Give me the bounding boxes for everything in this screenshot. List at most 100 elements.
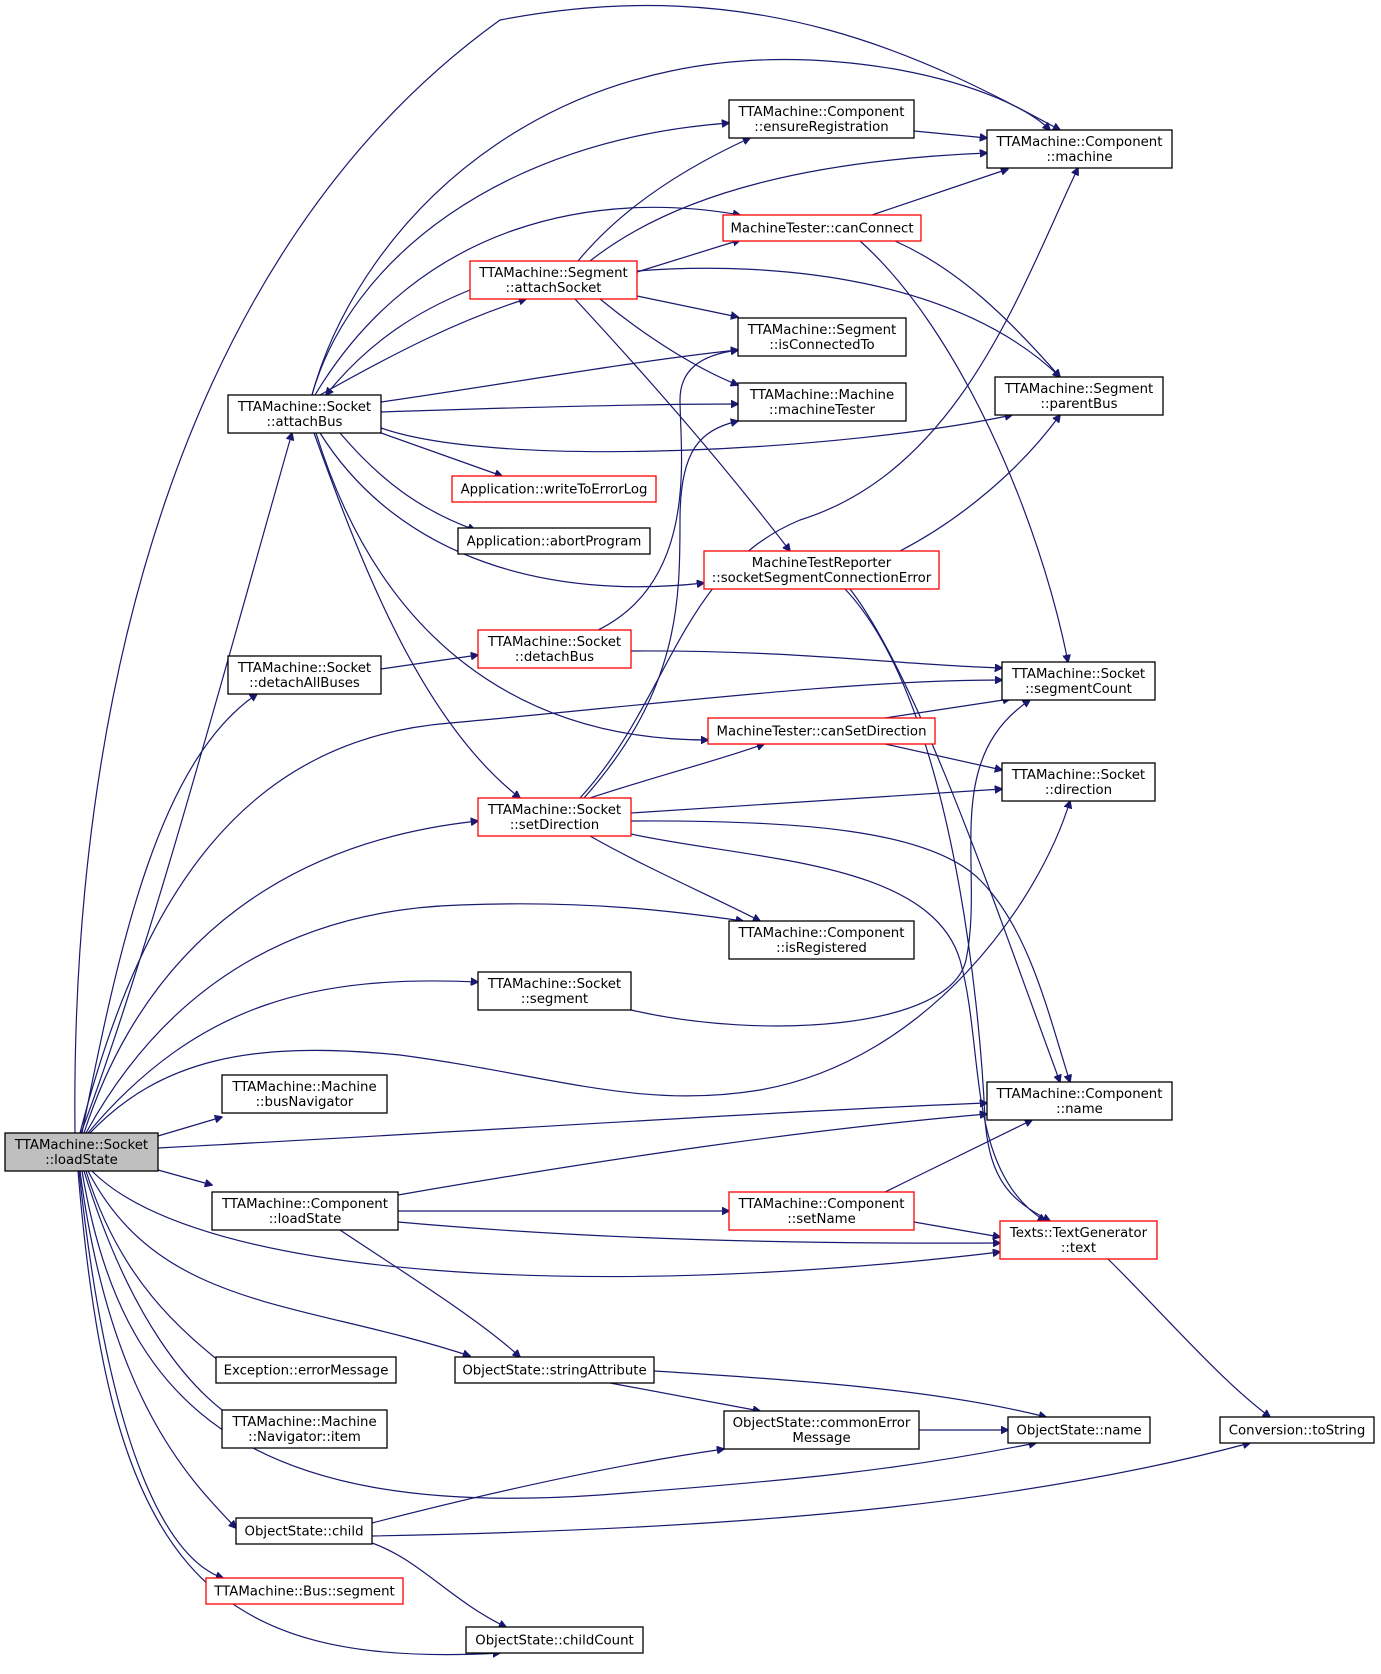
edge-attachBus-to-setDirection (313, 432, 520, 798)
node-setDirection[interactable]: TTAMachine::Socket::setDirection (477, 797, 632, 837)
node-parentBus[interactable]: TTAMachine::Segment::parentBus (994, 376, 1164, 416)
edge-attachBus-to-parentBus (380, 415, 1012, 453)
edge-canConnect-to-parentBus (894, 240, 1060, 377)
edge-attachSocket-to-socketSegmentConnectionError (574, 298, 790, 551)
node-label: Conversion::toString (1229, 1424, 1366, 1439)
node-box (469, 260, 638, 300)
node-navigatorItem[interactable]: TTAMachine::Machine::Navigator::item (221, 1409, 388, 1449)
node-label: TTAMachine::Socket (237, 661, 371, 676)
node-textGenerator[interactable]: Texts::TextGenerator::text (999, 1220, 1158, 1260)
node-box (477, 629, 632, 669)
edge-loadState_socket-to-componentName (157, 1103, 987, 1149)
node-detachAllBuses[interactable]: TTAMachine::Socket::detachAllBuses (227, 655, 382, 695)
node-socketSegmentTop[interactable]: TTAMachine::Socket::segment (477, 971, 632, 1011)
node-canConnect[interactable]: MachineTester::canConnect (722, 214, 922, 242)
edge-ensureRegistration-to-componentMachine (913, 130, 987, 138)
node-machineTester[interactable]: TTAMachine::Machine::machineTester (737, 382, 907, 422)
node-label: ::attachSocket (506, 281, 602, 296)
node-label: TTAMachine::Socket (487, 803, 621, 818)
node-loadState_socket[interactable]: TTAMachine::Socket::loadState (4, 1132, 159, 1172)
edge-canSetDirection-to-segmentCount (884, 699, 1010, 719)
edge-loadState_socket-to-objectStateName (81, 1170, 1036, 1499)
node-toString[interactable]: Conversion::toString (1219, 1416, 1375, 1444)
node-label: TTAMachine::Component (738, 1197, 905, 1212)
node-box (1219, 1416, 1375, 1444)
edge-loadState_socket-to-segmentCount (79, 680, 1002, 1134)
edge-loadState_socket-to-isRegistered (85, 903, 743, 1134)
node-label: TTAMachine::Socket (1011, 768, 1145, 783)
node-busNavigator[interactable]: TTAMachine::Machine::busNavigator (221, 1074, 388, 1114)
node-label: ::direction (1045, 783, 1112, 798)
node-writeToErrorLog[interactable]: Application::writeToErrorLog (451, 475, 657, 503)
edge-canConnect-to-segmentCount (859, 240, 1068, 662)
node-componentMachine[interactable]: TTAMachine::Component::machine (986, 129, 1173, 169)
node-box (227, 655, 382, 695)
node-canSetDirection[interactable]: MachineTester::canSetDirection (707, 717, 936, 745)
node-isRegistered[interactable]: TTAMachine::Component::isRegistered (728, 920, 915, 960)
node-direction[interactable]: TTAMachine::Socket::direction (1001, 762, 1156, 802)
node-busSegment[interactable]: TTAMachine::Bus::segment (205, 1577, 404, 1605)
edge-attachSocket-to-machineTester (599, 298, 738, 385)
edge-attachBus-to-attachSocket (319, 299, 526, 396)
node-label: TTAMachine::Segment (1004, 382, 1154, 397)
edge-loadState_socket-to-setDirection (83, 821, 478, 1134)
node-ensureRegistration[interactable]: TTAMachine::Component::ensureRegistratio… (728, 99, 915, 139)
node-componentName[interactable]: TTAMachine::Component::name (986, 1081, 1173, 1121)
edge-attachBus-to-ensureRegistration (311, 123, 729, 396)
node-label: ObjectState::childCount (475, 1634, 634, 1649)
edge-loadState_socket-to-textGenerator (91, 1170, 1000, 1278)
node-label: MachineTester::canConnect (730, 222, 913, 237)
node-loadState_component[interactable]: TTAMachine::Component::loadState (211, 1191, 399, 1231)
node-attachSocket[interactable]: TTAMachine::Segment::attachSocket (469, 260, 638, 300)
node-socketSegmentConnectionError[interactable]: MachineTestReporter::socketSegmentConnec… (703, 550, 940, 590)
edge-loadState_socket-to-errorMessage (85, 1170, 230, 1370)
node-label: TTAMachine::Component (996, 1087, 1163, 1102)
edge-loadState_socket-to-childCount (77, 1170, 500, 1655)
node-detachBus[interactable]: TTAMachine::Socket::detachBus (477, 629, 632, 669)
node-segmentCount[interactable]: TTAMachine::Socket::segmentCount (1001, 661, 1156, 701)
edge-loadState_socket-to-direction (89, 801, 1070, 1134)
edge-canConnect-to-componentMachine (871, 169, 1008, 216)
node-box (221, 1074, 388, 1114)
node-abortProgram[interactable]: Application::abortProgram (457, 527, 651, 555)
edge-setName-to-textGenerator (913, 1221, 1000, 1237)
node-attachBus[interactable]: TTAMachine::Socket::attachBus (227, 394, 382, 434)
edge-setDirection-to-componentMachine (579, 168, 1078, 799)
edge-socketSegmentConnectionError-to-parentBus (899, 415, 1060, 552)
node-label: ::loadState (45, 1153, 118, 1168)
node-label: ::segment (521, 992, 588, 1007)
node-label: Application::writeToErrorLog (461, 483, 648, 498)
node-box (221, 1409, 388, 1449)
edge-socketSegmentTop-to-segmentCount (630, 700, 1030, 1027)
node-label: ::Navigator::item (248, 1430, 361, 1445)
edge-loadState_socket-to-navigatorItem (83, 1170, 236, 1420)
node-box (1007, 1416, 1151, 1444)
node-label: ::socketSegmentConnectionError (712, 571, 932, 586)
edge-socketSegmentConnectionError-to-componentName (849, 588, 1060, 1082)
edge-canSetDirection-to-direction (884, 743, 1002, 770)
node-childCount[interactable]: ObjectState::childCount (465, 1626, 644, 1654)
node-stringAttribute[interactable]: ObjectState::stringAttribute (454, 1356, 655, 1384)
edge-setName-to-componentName (884, 1120, 1032, 1193)
node-label: TTAMachine::Socket (237, 400, 371, 415)
node-label: ::parentBus (1040, 397, 1117, 412)
node-label: ::isConnectedTo (769, 338, 874, 353)
node-label: TTAMachine::Bus::segment (213, 1585, 394, 1600)
node-errorMessage[interactable]: Exception::errorMessage (215, 1356, 397, 1384)
node-setName[interactable]: TTAMachine::Component::setName (728, 1191, 915, 1231)
node-child[interactable]: ObjectState::child (235, 1517, 373, 1545)
node-box (235, 1517, 373, 1545)
node-label: TTAMachine::Socket (487, 635, 621, 650)
node-objectStateName[interactable]: ObjectState::name (1007, 1416, 1151, 1444)
node-box (457, 527, 651, 555)
edge-setDirection-to-direction (630, 789, 1002, 814)
node-isConnectedTo[interactable]: TTAMachine::Segment::isConnectedTo (737, 317, 907, 357)
node-box (728, 99, 915, 139)
edge-attachBus-to-machineTester (380, 404, 738, 413)
node-box (703, 550, 940, 590)
node-label: ::loadState (269, 1212, 342, 1227)
node-label: ::machineTester (769, 403, 875, 418)
node-label: TTAMachine::Component (221, 1197, 388, 1212)
